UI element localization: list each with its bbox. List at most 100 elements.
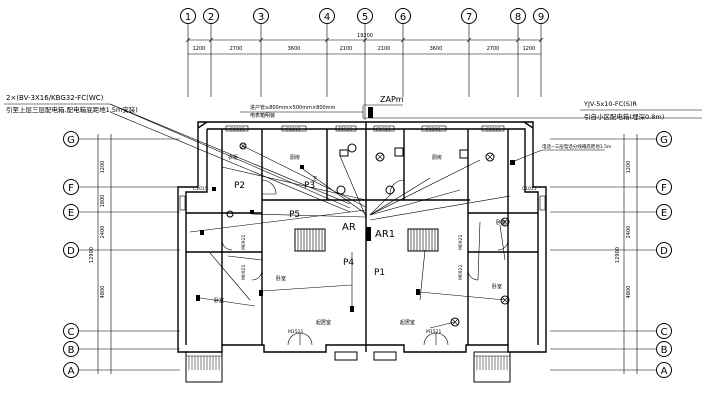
dim-side-1: 1200 (100, 161, 106, 174)
door-swings (221, 179, 509, 346)
lamp-icon (500, 295, 510, 305)
center-box-label: ZAPm (380, 95, 404, 104)
dim-top-6: 3600 (430, 46, 443, 52)
left-cable-spec: 2×(BV-3X16/KBG32-FC(WC) (6, 94, 104, 102)
lamp-icon (226, 210, 234, 218)
axis-right-D: D (660, 246, 668, 257)
window-label: C1515 (230, 127, 245, 133)
annotation-leaders (4, 103, 702, 213)
dim-side-r4: 4800 (626, 286, 632, 299)
dim-top-4: 2100 (340, 46, 353, 52)
room-label: 卧室 (214, 297, 224, 304)
axis-left-F: F (68, 183, 74, 194)
room-label: 厨房 (290, 154, 300, 161)
axis-right-E: E (661, 208, 667, 219)
dim-top-7: 2700 (487, 46, 500, 52)
panel-p1: P1 (374, 268, 385, 278)
axis-bubble-5 (357, 8, 373, 24)
window-label: C1515 (376, 127, 391, 133)
axis-label-8: 8 (515, 12, 521, 23)
lamp-icon (385, 185, 395, 195)
lamp-icon (485, 152, 495, 162)
axis-label-4: 4 (324, 12, 330, 23)
room-label: 衣柜 (228, 154, 238, 161)
axis-bubble-9 (533, 8, 549, 24)
axis-label-5: 5 (362, 12, 368, 23)
dim-side-3: 2400 (100, 226, 106, 239)
window-label: C1215 (286, 127, 301, 133)
room-label: 起居室 (400, 319, 415, 326)
dim-side-2: 1800 (100, 195, 106, 208)
lamp-icon (239, 142, 247, 150)
door-label: M0921 (458, 265, 464, 280)
dim-side-r3: 2400 (626, 226, 632, 239)
axis-left-A: A (68, 366, 75, 377)
room-label: 厨房 (432, 154, 442, 161)
axis-bubble-1 (180, 8, 196, 24)
axis-right-C: C (661, 327, 668, 338)
center-note-2: 电表箱明装 (250, 112, 275, 119)
top-windows (179, 125, 546, 211)
panel-ar1: AR1 (375, 229, 395, 240)
axis-right-B: B (661, 345, 668, 356)
dim-side-rtotal: 12900 (615, 247, 621, 263)
socket-icon (259, 290, 263, 296)
axis-bubble-4 (319, 8, 335, 24)
socket-icon (350, 306, 354, 312)
door-label: M1521 (426, 329, 441, 335)
window-label: C1215 (426, 127, 441, 133)
axis-label-6: 6 (400, 12, 406, 23)
axis-left-D: D (67, 246, 75, 257)
lamp-icon (375, 152, 385, 162)
room-label: 卧室 (492, 283, 502, 290)
door-label: M0921 (458, 235, 464, 250)
socket-icon (196, 295, 200, 301)
side-axis-grid: G F E D C B A G F E D C B A (63, 131, 672, 378)
panel-ar: AR (342, 222, 356, 233)
axis-bubble-8 (510, 8, 526, 24)
room-labels: P2 P3 P5 P4 P1 AR AR1 C1515 C1215 C1515 … (193, 127, 537, 335)
panel-p5: P5 (289, 210, 300, 220)
axis-label-7: 7 (466, 12, 472, 23)
room-label: 起居室 (316, 319, 331, 326)
axis-bubble-3 (253, 8, 269, 24)
lamp-icon (500, 217, 510, 227)
axis-label-3: 3 (258, 12, 264, 23)
axis-right-G: G (660, 135, 668, 146)
axis-left-E: E (68, 208, 74, 219)
right-cable-spec: YJV-5x10-FC(S)R (583, 100, 637, 108)
top-axis-grid: 1 2 3 4 5 6 7 8 9 (180, 8, 549, 120)
axis-label-1: 1 (185, 12, 191, 23)
door-label: M1521 (288, 329, 303, 335)
socket-icon (212, 187, 216, 191)
center-note: 进户管≥800mm×500mm×800mm (250, 104, 336, 111)
axis-left-C: C (68, 327, 75, 338)
dim-side-r1: 1200 (626, 161, 632, 174)
panel-p2: P2 (234, 181, 245, 191)
window-label: C1515 (338, 127, 353, 133)
right-cable-note: 引自小区配电箱(埋深0.8m) (584, 112, 664, 121)
window-label: C1015 (193, 186, 208, 192)
lamp-icon (336, 185, 346, 195)
dim-top-5: 2100 (378, 46, 391, 52)
room-label: 卧室 (276, 275, 286, 282)
axis-right-A: A (661, 366, 668, 377)
dim-side-total: 12900 (89, 247, 95, 263)
axis-left-B: B (68, 345, 75, 356)
left-cable-note: 引至上层三层配电箱,配电箱底距地1.5m安装) (6, 105, 138, 114)
axis-bubble-2 (203, 8, 219, 24)
socket-icon (510, 160, 515, 165)
panel-p4: P4 (343, 258, 354, 268)
meter-box (368, 107, 373, 118)
door-label: M0921 (241, 235, 247, 250)
panel-p3: P3 (304, 181, 315, 191)
socket-icon (200, 230, 204, 235)
socket-icon (250, 210, 254, 214)
lamp-icon (450, 317, 460, 327)
phone-note: 电话~三层电话分线箱底距地1.5m (542, 143, 611, 150)
lamp-icon (347, 143, 357, 153)
dim-top-2: 2700 (230, 46, 243, 52)
annotations: 2×(BV-3X16/KBG32-FC(WC) 引至上层三层配电箱,配电箱底距地… (6, 94, 664, 150)
axis-bubble-6 (395, 8, 411, 24)
